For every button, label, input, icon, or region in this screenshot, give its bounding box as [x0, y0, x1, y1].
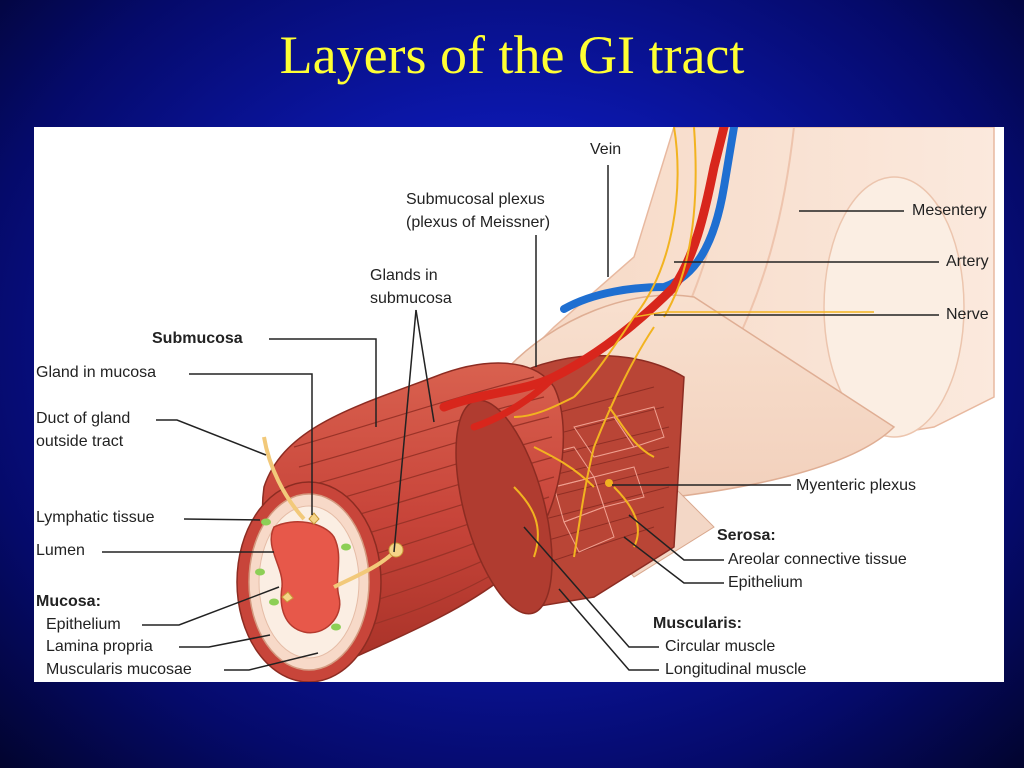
slide-title: Layers of the GI tract — [279, 25, 745, 85]
label-outside-tract: outside tract — [36, 433, 124, 450]
label-nerve: Nerve — [946, 306, 989, 323]
label-submucosal-plexus: Submucosal plexus — [406, 191, 545, 208]
label-circular-muscle: Circular muscle — [665, 638, 776, 655]
label-glands-submucosa: submucosa — [370, 290, 452, 307]
label-glands-in: Glands in — [370, 267, 438, 284]
leader-lines — [102, 165, 939, 671]
label-vein: Vein — [590, 141, 622, 158]
label-longitudinal-muscle: Longitudinal muscle — [665, 661, 807, 678]
label-areolar-connective-tissue: Areolar connective tissue — [728, 551, 907, 568]
label-muscularis: Muscularis: — [653, 615, 742, 632]
label-artery: Artery — [946, 253, 989, 270]
tube-cross-section — [236, 436, 404, 682]
diagram-panel: Vein Submucosal plexus (plexus of Meissn… — [34, 127, 1004, 682]
label-mucosa: Mucosa: — [36, 593, 101, 610]
label-myenteric-plexus: Myenteric plexus — [796, 477, 917, 494]
label-submucosa: Submucosa — [152, 330, 243, 347]
label-mucosa-epithelium: Epithelium — [46, 616, 121, 633]
label-serosa-epithelium: Epithelium — [728, 574, 803, 591]
label-duct-of-gland: Duct of gland — [36, 410, 131, 427]
label-mesentery: Mesentery — [912, 202, 987, 219]
label-lamina-propria: Lamina propria — [46, 638, 153, 655]
label-serosa: Serosa: — [717, 527, 776, 544]
gi-tract-illustration — [102, 127, 995, 682]
label-gland-in-mucosa: Gland in mucosa — [36, 364, 157, 381]
label-muscularis-mucosae: Muscularis mucosae — [46, 661, 192, 678]
label-lumen: Lumen — [36, 542, 85, 559]
vein-vessel — [560, 127, 738, 313]
nerves — [513, 127, 874, 558]
label-lymphatic-tissue: Lymphatic tissue — [36, 509, 155, 526]
label-plexus-meissner: (plexus of Meissner) — [406, 214, 551, 231]
myenteric-ganglion — [605, 479, 613, 487]
